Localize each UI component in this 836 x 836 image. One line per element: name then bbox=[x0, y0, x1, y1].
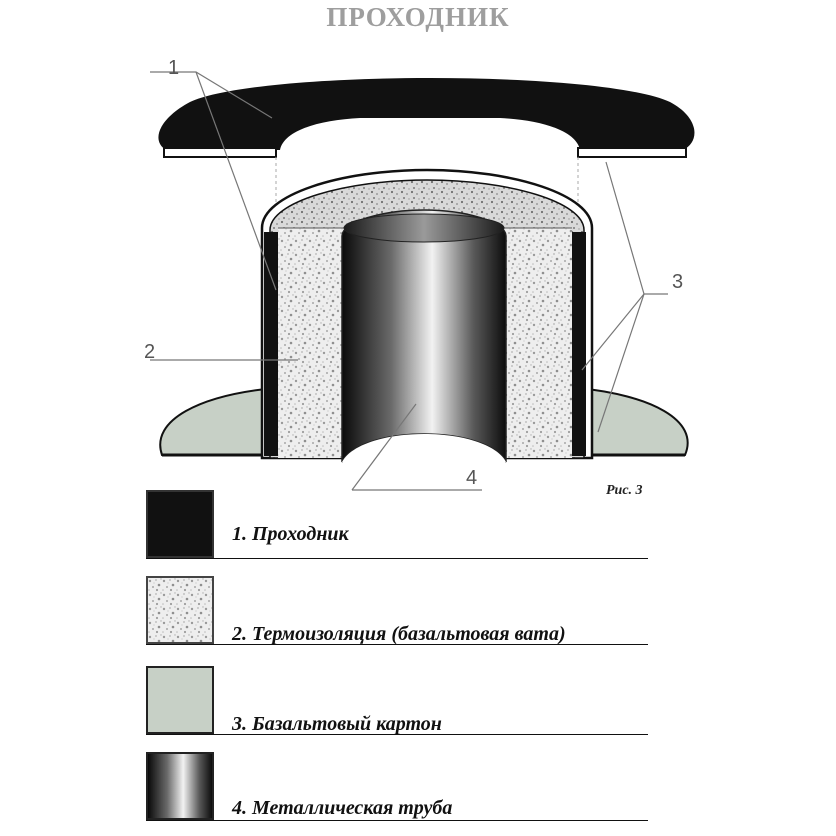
legend-name: Металлическая труба bbox=[252, 797, 453, 819]
top-flange bbox=[158, 78, 695, 204]
legend-label: 2. Термоизоляция (базальтовая вата) bbox=[232, 623, 566, 646]
callout-4: 4 bbox=[466, 467, 477, 489]
callout-2: 2 bbox=[144, 341, 155, 363]
legend-underline bbox=[146, 734, 648, 735]
legend-item-metal-pipe: 4. Металлическая труба bbox=[0, 748, 836, 828]
legend-name: Базальтовый картон bbox=[252, 713, 442, 735]
legend-item-passthrough: 1. Проходник bbox=[0, 486, 836, 566]
legend-number: 2. bbox=[232, 623, 247, 645]
legend-label: 4. Металлическая труба bbox=[232, 797, 452, 820]
legend-name: Проходник bbox=[252, 523, 349, 545]
legend-underline bbox=[146, 558, 648, 559]
leader-lines bbox=[150, 71, 668, 491]
figure-caption: Рис. 3 bbox=[606, 483, 643, 498]
legend-item-insulation: 2. Термоизоляция (базальтовая вата) bbox=[0, 572, 836, 652]
diagram-title: ПРОХОДНИК bbox=[326, 2, 510, 32]
passthrough-swatch bbox=[146, 490, 214, 558]
legend-name: Термоизоляция (базальтовая вата) bbox=[252, 623, 566, 645]
legend-item-basalt-board: 3. Базальтовый картон bbox=[0, 662, 836, 742]
insulation-swatch bbox=[146, 576, 214, 644]
metal-pipe-swatch bbox=[146, 752, 214, 820]
legend-number: 3. bbox=[232, 713, 247, 735]
legend-number: 1. bbox=[232, 523, 247, 545]
legend-number: 4. bbox=[232, 797, 247, 819]
legend-label: 1. Проходник bbox=[232, 523, 349, 546]
callout-1: 1 bbox=[168, 57, 179, 79]
legend-underline bbox=[146, 644, 648, 645]
legend-underline bbox=[146, 820, 648, 821]
bottom-flange bbox=[159, 386, 689, 457]
insulation-swatch-fill bbox=[148, 578, 212, 642]
metal-pipe bbox=[341, 209, 507, 463]
basalt-board-swatch bbox=[146, 666, 214, 734]
legend-label: 3. Базальтовый картон bbox=[232, 713, 442, 736]
callout-3: 3 bbox=[672, 271, 683, 293]
